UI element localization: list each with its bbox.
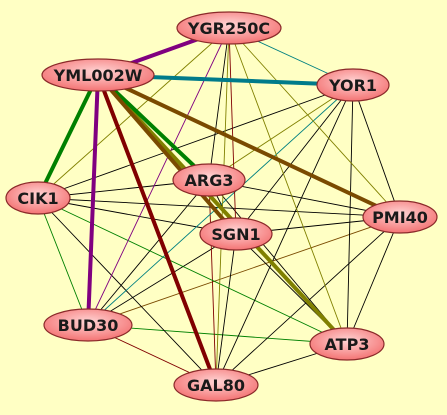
edge-arg3-bud30 — [87, 179, 210, 326]
edge-yml002w-gal80 — [96, 73, 218, 387]
edge-cik1-bud30 — [37, 197, 89, 326]
node-bud30[interactable]: BUD30 — [43, 308, 133, 342]
edge-ygr250c-pmi40 — [228, 27, 401, 218]
node-label: PMI40 — [372, 208, 428, 227]
node-ygr250c[interactable]: YGR250C — [176, 11, 282, 45]
node-ellipse — [43, 308, 133, 342]
node-arg3[interactable]: ARG3 — [172, 163, 246, 197]
node-ellipse — [41, 58, 155, 92]
edge-yor1-pmi40 — [352, 84, 401, 218]
edge-cik1-gal80 — [37, 197, 217, 386]
node-ellipse — [5, 181, 71, 215]
edge-pmi40-atp3 — [346, 216, 401, 345]
node-ellipse — [173, 368, 259, 402]
node-yml002w[interactable]: YML002W — [41, 58, 155, 92]
node-label: YML002W — [53, 66, 143, 85]
node-label: YOR1 — [328, 76, 377, 95]
node-ellipse — [309, 327, 385, 361]
edge-sgn1-gal80 — [215, 233, 237, 386]
edge-yml002w-cik1 — [36, 73, 100, 200]
node-label: YGR250C — [187, 19, 270, 38]
edge-pmi40-bud30 — [87, 216, 401, 326]
edge-ygr250c-gal80 — [215, 27, 230, 386]
node-label: ATP3 — [325, 335, 370, 354]
edge-yor1-atp3 — [346, 84, 354, 345]
node-ellipse — [362, 200, 438, 234]
edge-yml002w-pmi40 — [96, 73, 402, 219]
node-atp3[interactable]: ATP3 — [309, 327, 385, 361]
edge-yor1-gal80 — [215, 84, 354, 386]
edge-yor1-cik1 — [37, 84, 354, 199]
edge-yor1-arg3 — [208, 84, 354, 181]
node-label: CIK1 — [17, 189, 58, 208]
edge-yml002w-sgn1 — [96, 73, 238, 236]
node-ellipse — [176, 11, 282, 45]
node-label: SGN1 — [211, 225, 260, 244]
node-label: ARG3 — [185, 171, 234, 190]
node-ellipse — [316, 68, 390, 102]
node-gal80[interactable]: GAL80 — [173, 368, 259, 402]
edge-yml002w-bud30 — [86, 73, 100, 327]
node-cik1[interactable]: CIK1 — [5, 181, 71, 215]
node-label: GAL80 — [187, 376, 245, 395]
edge-cik1-atp3 — [37, 197, 348, 345]
node-sgn1[interactable]: SGN1 — [199, 217, 273, 251]
edge-yml002w-arg3 — [96, 73, 211, 182]
node-pmi40[interactable]: PMI40 — [362, 200, 438, 234]
node-ellipse — [172, 163, 246, 197]
edges-layer — [36, 26, 402, 387]
node-yor1[interactable]: YOR1 — [316, 68, 390, 102]
edge-yor1-sgn1 — [235, 84, 354, 235]
node-ellipse — [199, 217, 273, 251]
edge-ygr250c-sgn1 — [228, 27, 237, 235]
edge-ygr250c-arg3 — [208, 27, 230, 181]
node-label: BUD30 — [58, 316, 119, 335]
